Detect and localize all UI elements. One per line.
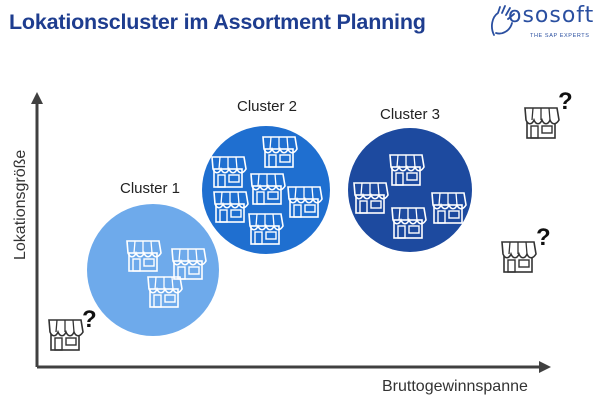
store-icon <box>501 241 537 273</box>
y-axis-label: Lokationsgröße <box>12 150 29 260</box>
y-axis-arrow <box>31 92 43 104</box>
x-axis-arrow <box>539 361 551 373</box>
store-icon <box>48 319 84 351</box>
cluster-3-circle <box>348 128 472 252</box>
question-mark: ? <box>536 224 551 251</box>
logo-wordmark: ososoft <box>508 3 595 28</box>
logo-tagline: THE SAP EXPERTS <box>530 33 590 39</box>
cluster-1-label: Cluster 1 <box>120 180 180 197</box>
logo-hand-icon <box>491 5 515 36</box>
cluster-1-circle <box>87 204 219 336</box>
cluster-2-label: Cluster 2 <box>237 98 297 115</box>
cluster-3-label: Cluster 3 <box>380 106 440 123</box>
ososoft-logo: ososoft THE SAP EXPERTS <box>488 3 593 45</box>
question-mark: ? <box>82 306 97 333</box>
x-axis-label: Bruttogewinnspanne <box>382 378 528 395</box>
page-title: Lokationscluster im Assortment Planning <box>9 10 426 34</box>
question-mark: ? <box>558 88 573 115</box>
store-icon <box>524 107 560 139</box>
